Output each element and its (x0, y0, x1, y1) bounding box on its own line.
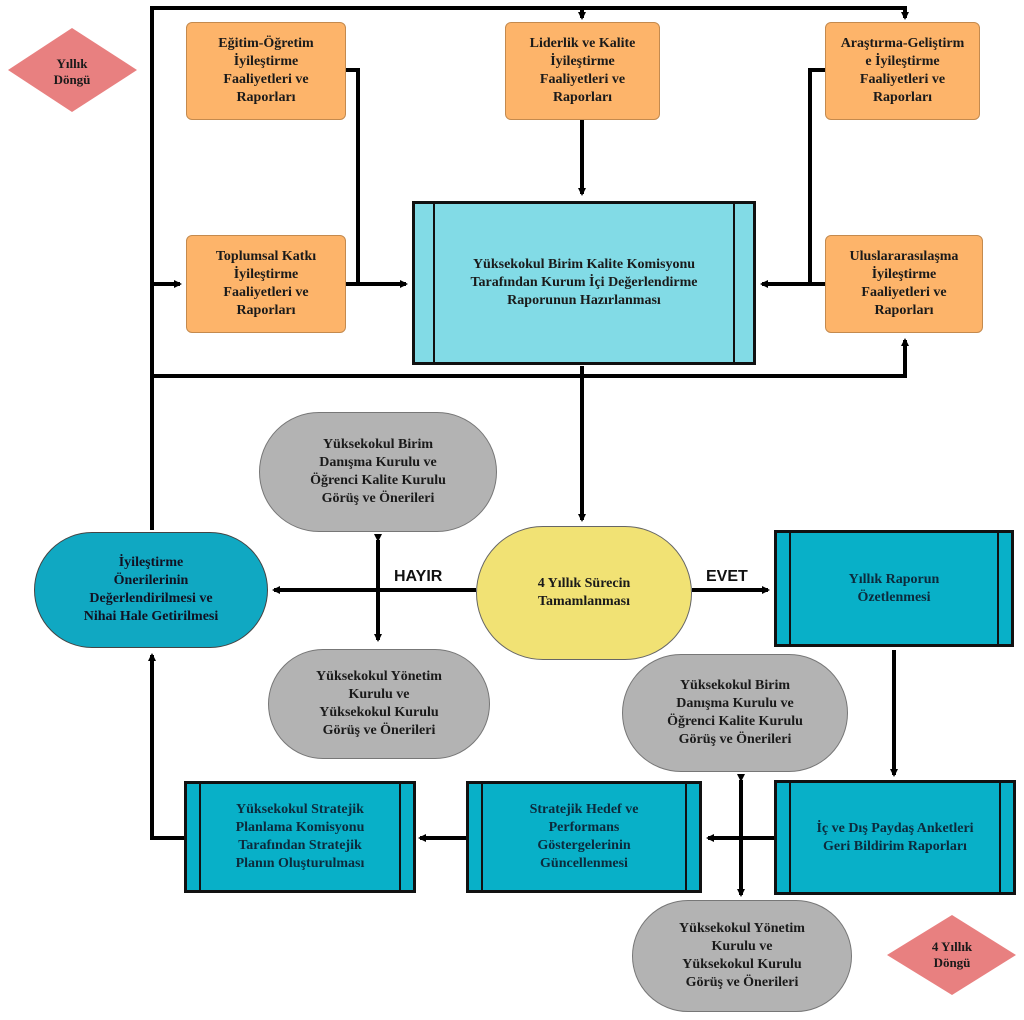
self-assessment-process[interactable]: Yüksekokul Birim Kalite Komisyonu Tarafı… (412, 201, 756, 365)
four-year-cycle-diamond (887, 915, 1016, 995)
strategic-targets-process[interactable]: Stratejik Hedef ve Performans Göstergele… (466, 781, 702, 893)
strategic-targets-text: Stratejik Hedef ve Performans Göstergele… (529, 802, 639, 871)
process-bar-right (685, 784, 687, 890)
process-bar-left (789, 783, 791, 892)
process-bar-left (789, 533, 791, 644)
internationalization-activities-node[interactable]: Uluslararasılaşma İyileştirme Faaliyetle… (825, 235, 983, 333)
connector-top-loop (150, 6, 909, 530)
community-activities-node[interactable]: Toplumsal Katkı İyileştirme Faaliyetleri… (186, 235, 346, 333)
research-activities-node[interactable]: Araştırma-Geliştirm e İyileştirme Faaliy… (825, 22, 980, 120)
no-edge-label: HAYIR (394, 568, 443, 585)
connector-bottom-loop (152, 338, 909, 378)
four-year-cycle-label: 4 Yıllık Döngü (931, 939, 973, 970)
process-bar-right (997, 533, 999, 644)
process-bar-right (733, 204, 735, 362)
improvement-evaluation-node[interactable]: İyileştirme Önerilerinin Değerlendirilme… (34, 532, 268, 648)
process-bar-right (999, 783, 1001, 892)
process-bar-left (433, 204, 435, 362)
annual-summary-text: Yıllık Raporun Özetlenmesi (848, 571, 940, 605)
connector-plan-improvement (148, 653, 186, 840)
advisory-board-right-node[interactable]: Yüksekokul Birim Danışma Kurulu ve Öğren… (622, 654, 848, 772)
advisory-board-top-node[interactable]: Yüksekokul Birim Danışma Kurulu ve Öğren… (259, 412, 497, 532)
stakeholder-surveys-text: İç ve Dış Paydaş Anketleri Geri Bildirim… (816, 820, 974, 854)
process-bar-left (481, 784, 483, 890)
four-year-decision-node[interactable]: 4 Yıllık Sürecin Tamamlanması (476, 526, 692, 660)
management-board-mid-node[interactable]: Yüksekokul Yönetim Kurulu ve Yüksekokul … (268, 649, 490, 759)
strategic-plan-process[interactable]: Yüksekokul Stratejik Planlama Komisyonu … (184, 781, 416, 893)
annual-summary-process[interactable]: Yıllık Raporun Özetlenmesi (774, 530, 1014, 647)
education-activities-node[interactable]: Eğitim-Öğretim İyileştirme Faaliyetleri … (186, 22, 346, 120)
connector-education-main (346, 68, 360, 284)
strategic-plan-text: Yüksekokul Stratejik Planlama Komisyonu … (235, 802, 365, 871)
yes-edge-label: EVET (706, 568, 748, 585)
management-board-bottom-node[interactable]: Yüksekokul Yönetim Kurulu ve Yüksekokul … (632, 900, 852, 1012)
connector-research-main (808, 68, 825, 284)
leadership-activities-node[interactable]: Liderlik ve Kalite İyileştirme Faaliyetl… (505, 22, 660, 120)
self-assessment-text: Yüksekokul Birim Kalite Komisyonu Tarafı… (470, 257, 698, 308)
stakeholder-surveys-process[interactable]: İç ve Dış Paydaş Anketleri Geri Bildirim… (774, 780, 1016, 895)
annual-cycle-label: Yıllık Döngü (53, 56, 91, 87)
process-bar-right (399, 784, 401, 890)
annual-cycle-diamond (8, 28, 137, 112)
process-bar-left (199, 784, 201, 890)
